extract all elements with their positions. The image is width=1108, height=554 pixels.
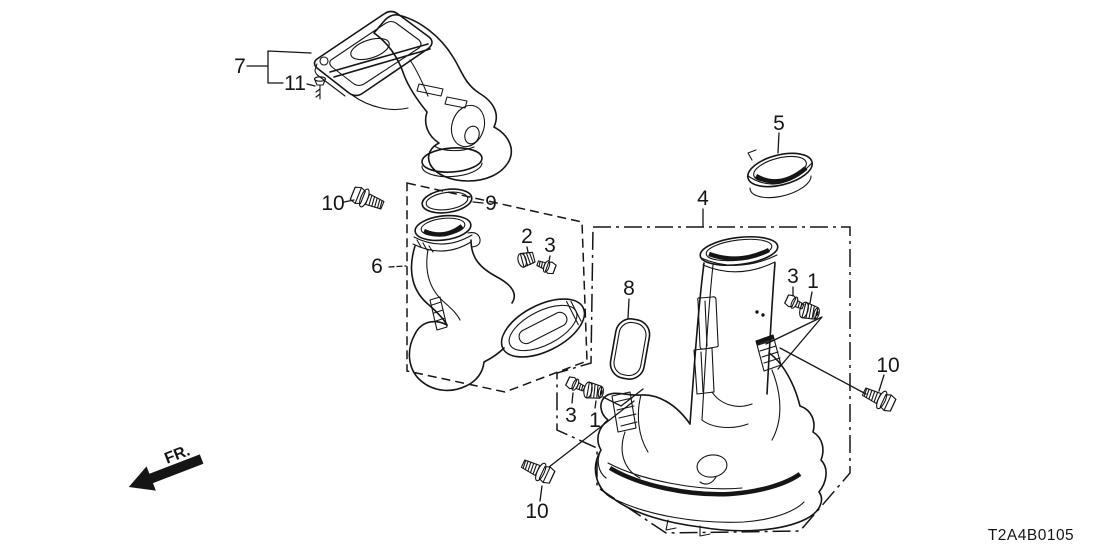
callout-5: 5: [773, 112, 785, 135]
part-6-assembly-box: [406, 182, 588, 393]
callout-10-right-leader: [779, 347, 885, 395]
part-5-collar-drawing: [746, 132, 814, 199]
callout-3-1-right-leaders: [765, 286, 823, 370]
callout-3-right: 3: [787, 265, 799, 288]
fastener-11-drawing: [313, 76, 327, 100]
callout-1-lower: 1: [589, 409, 601, 432]
part-4-assembly-box: [556, 226, 851, 534]
fr-arrow-icon: [128, 454, 204, 491]
grommet-1-lower-drawing: [582, 380, 606, 402]
callout-4: 4: [697, 187, 709, 210]
bolt-10-bottom-drawing: [518, 454, 557, 487]
callout-10-left-leader: [343, 199, 355, 203]
callout-labels: 7 11 10 9 6 2 3 5 4 8 3 1 3 1 10 10: [234, 55, 900, 523]
callout-1-right: 1: [807, 270, 819, 293]
part-7-air-inlet-duct-drawing: [313, 10, 513, 182]
callout-6: 6: [371, 255, 383, 278]
diagram-code: T2A4B0105: [988, 527, 1074, 544]
part-4-resonator-chamber-drawing: [594, 235, 827, 537]
callout-2-leader: [526, 246, 529, 253]
bolt-10-right-drawing: [859, 382, 898, 415]
callout-10-bottom: 10: [525, 500, 548, 523]
callout-7-11-bracket: [246, 50, 316, 87]
callout-9: 9: [485, 192, 497, 215]
part-6-air-inlet-tube-drawing: [408, 214, 586, 392]
callout-10-left: 10: [321, 192, 344, 215]
callout-11: 11: [284, 72, 306, 95]
fr-direction-arrow: FR.: [128, 442, 204, 491]
clip-2-drawing: [515, 249, 537, 269]
callout-10-right: 10: [876, 354, 899, 377]
callout-3-upper-leader: [548, 255, 551, 262]
callout-10-bottom-leader: [539, 400, 635, 502]
screw-3-upper-drawing: [535, 257, 558, 276]
callout-3-1-lower-leaders: [571, 388, 644, 409]
bolt-10-left-drawing: [348, 183, 387, 215]
part-8-seal-drawing: [609, 298, 651, 380]
screw-3-right-drawing: [783, 293, 807, 313]
part-9-oring-drawing: [421, 188, 484, 214]
callout-3-lower: 3: [565, 404, 577, 427]
callout-6-leader: [388, 265, 407, 268]
callout-3-upper: 3: [544, 234, 556, 257]
callout-2: 2: [521, 225, 533, 248]
callout-8: 8: [623, 277, 635, 300]
callout-7: 7: [234, 55, 246, 78]
